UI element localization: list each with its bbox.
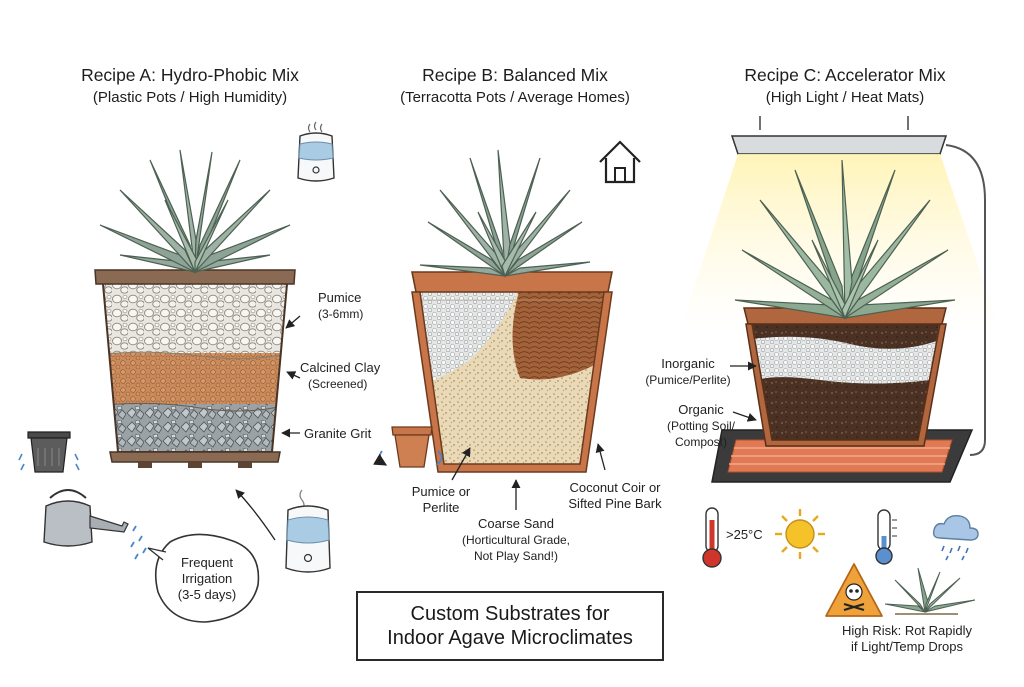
- irrigation-line1: Frequent: [180, 555, 234, 570]
- terracotta-pot-icon: [373, 426, 443, 468]
- organic-line2: (Potting Soil/: [666, 419, 736, 433]
- pumice-label-a: Pumice (3-6mm): [318, 290, 363, 322]
- inorganic-layer: [752, 336, 940, 386]
- coir-label: Coconut Coir or Sifted Pine Bark: [556, 480, 674, 512]
- calcined-clay-layer: [103, 353, 287, 408]
- coir-line2: Sifted Pine Bark: [568, 496, 662, 511]
- irrigation-line3: (3-5 days): [177, 587, 237, 602]
- inorganic-line2: (Pumice/Perlite): [645, 373, 731, 387]
- coir-line1: Coconut Coir or: [569, 480, 661, 495]
- agave-a: [99, 149, 291, 274]
- agave-b: [419, 149, 591, 278]
- recipe-b-subtitle: (Terracotta Pots / Average Homes): [400, 89, 630, 106]
- pumice-perlite-line1: Pumice or: [411, 484, 471, 499]
- pumice-perlite-line2: Perlite: [422, 500, 460, 515]
- pumice-layer-a: [103, 282, 287, 355]
- caption-box: Custom Substrates for Indoor Agave Micro…: [356, 591, 664, 661]
- humidifier-icon: [297, 121, 335, 182]
- house-icon: [599, 140, 641, 184]
- recipe-a-title: Recipe A: Hydro-Phobic Mix: [81, 65, 299, 85]
- agave-c: [734, 159, 956, 320]
- rain-cloud-icon: [932, 514, 979, 561]
- coarse-sand-label: Coarse Sand (Horticultural Grade, Not Pl…: [440, 516, 592, 564]
- pot-c: [743, 307, 947, 447]
- pumice-label-line2: (3-6mm): [318, 307, 364, 321]
- pumice-label-line1: Pumice: [318, 290, 362, 305]
- inorganic-line1: Inorganic: [661, 356, 715, 371]
- irrigation-bubble: [147, 533, 260, 623]
- perlite-layer: [420, 290, 520, 385]
- grow-light-icon: [680, 116, 1000, 456]
- organic-line1: Organic: [678, 402, 724, 417]
- humidifier-icon: [285, 489, 331, 573]
- sand-line3: Not Play Sand!): [473, 549, 559, 563]
- pot-a: [94, 269, 296, 468]
- calcined-clay-label: Calcined Clay (Screened): [300, 360, 380, 392]
- organic-label: Organic (Potting Soil/ Compost): [660, 402, 742, 450]
- thermometer-icon: [702, 507, 722, 568]
- risk-line1: High Risk: Rot Rapidly: [841, 623, 973, 638]
- pumice-perlite-label: Pumice or Perlite: [396, 484, 486, 516]
- granite-grit-layer: [103, 404, 287, 452]
- recipe-a-subtitle: (Plastic Pots / High Humidity): [92, 89, 288, 106]
- risk-line2: if Light/Temp Drops: [851, 639, 963, 654]
- recipe-c-subtitle: (High Light / Heat Mats): [765, 89, 925, 106]
- caption-line2: Indoor Agave Microclimates: [387, 627, 633, 649]
- sand-line1: Coarse Sand: [478, 516, 554, 531]
- plastic-pot-icon: [18, 431, 80, 473]
- temperature-label: >25°C: [726, 527, 763, 542]
- thermometer-icon: [875, 509, 897, 565]
- granite-grit-label: Granite Grit: [304, 426, 372, 441]
- irrigation-label: Frequent Irrigation (3-5 days): [162, 555, 252, 603]
- coir-layer: [512, 290, 604, 380]
- irrigation-line2: Irrigation: [181, 571, 233, 586]
- clay-label-line1: Calcined Clay: [300, 360, 381, 375]
- pot-b: [411, 271, 613, 473]
- watering-can-icon: [43, 489, 147, 560]
- light-beam: [680, 154, 1000, 330]
- clay-label-line2: (Screened): [308, 377, 368, 391]
- wilting-agave-icon: [884, 567, 976, 615]
- organic-line3: Compost): [674, 435, 727, 449]
- inorganic-label: Inorganic (Pumice/Perlite): [640, 356, 736, 388]
- recipe-c-title: Recipe C: Accelerator Mix: [744, 65, 946, 85]
- risk-label: High Risk: Rot Rapidly if Light/Temp Dro…: [822, 623, 992, 655]
- recipe-b-title: Recipe B: Balanced Mix: [422, 65, 608, 85]
- sun-icon: [775, 509, 825, 559]
- skull-warning-icon: [825, 563, 883, 617]
- caption-line1: Custom Substrates for: [410, 603, 610, 625]
- sand-line2: (Horticultural Grade,: [461, 533, 571, 547]
